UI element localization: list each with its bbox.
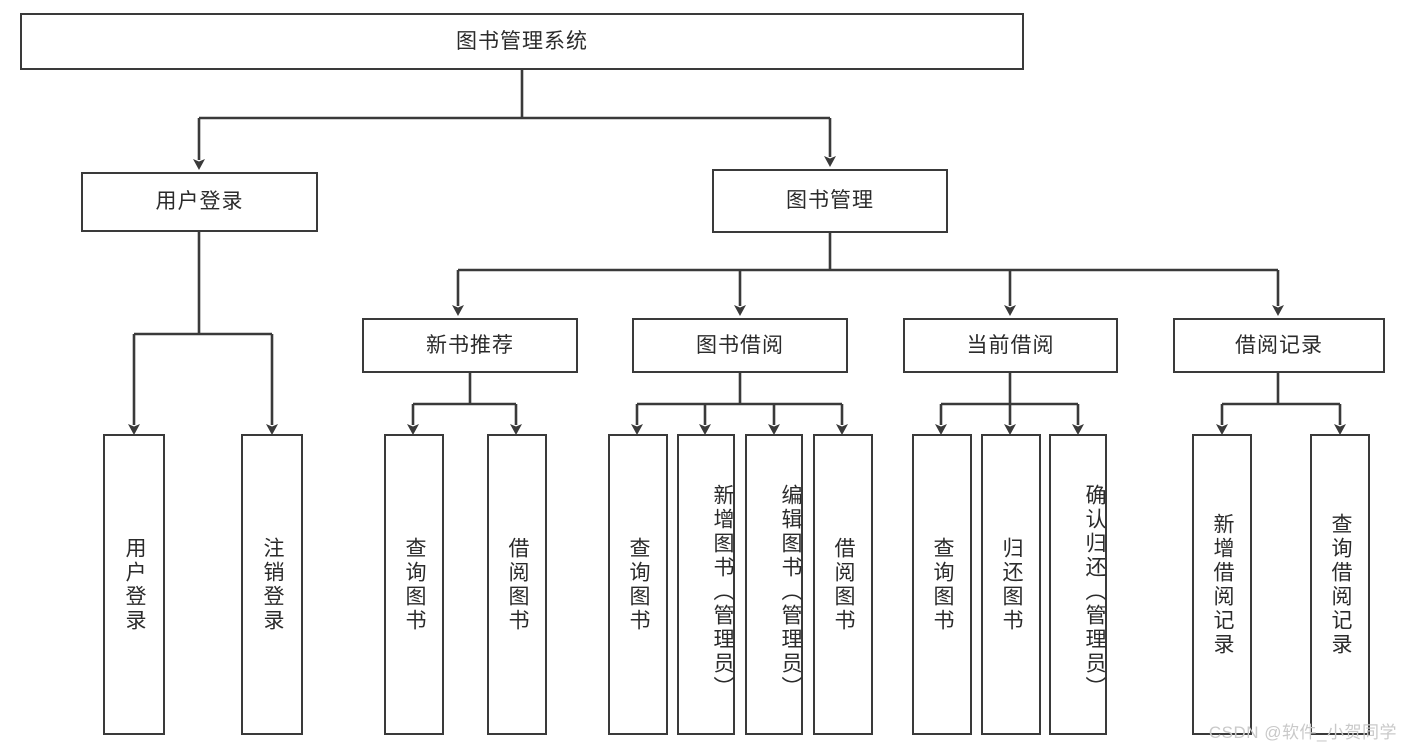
node-user-login[interactable]: 用户登录 <box>81 172 318 232</box>
leaf-current-return-book[interactable]: 归还图书 <box>981 434 1041 735</box>
node-current-borrow[interactable]: 当前借阅 <box>903 318 1118 373</box>
leaf-current-query-book[interactable]: 查询图书 <box>912 434 972 735</box>
node-book-management[interactable]: 图书管理 <box>712 169 948 233</box>
node-book-borrow[interactable]: 图书借阅 <box>632 318 848 373</box>
leaf-user-login-login[interactable]: 用户登录 <box>103 434 165 735</box>
leaf-user-login-logout[interactable]: 注销登录 <box>241 434 303 735</box>
leaf-new-book-borrow[interactable]: 借阅图书 <box>487 434 547 735</box>
csdn-watermark: CSDN @软件_小贺同学 <box>1208 723 1397 742</box>
leaf-borrow-query-book[interactable]: 查询图书 <box>608 434 668 735</box>
node-borrow-record[interactable]: 借阅记录 <box>1173 318 1385 373</box>
leaf-record-add-record[interactable]: 新增借阅记录 <box>1192 434 1252 735</box>
leaf-borrow-borrow-book[interactable]: 借阅图书 <box>813 434 873 735</box>
leaf-borrow-edit-book-admin[interactable]: 编辑图书（管理员） <box>745 434 803 735</box>
leaf-borrow-add-book-admin[interactable]: 新增图书（管理员） <box>677 434 735 735</box>
leaf-record-query-record[interactable]: 查询借阅记录 <box>1310 434 1370 735</box>
node-new-book-recommend[interactable]: 新书推荐 <box>362 318 578 373</box>
node-root-system[interactable]: 图书管理系统 <box>20 13 1024 70</box>
leaf-new-book-query[interactable]: 查询图书 <box>384 434 444 735</box>
leaf-current-confirm-return-admin[interactable]: 确认归还（管理员） <box>1049 434 1107 735</box>
